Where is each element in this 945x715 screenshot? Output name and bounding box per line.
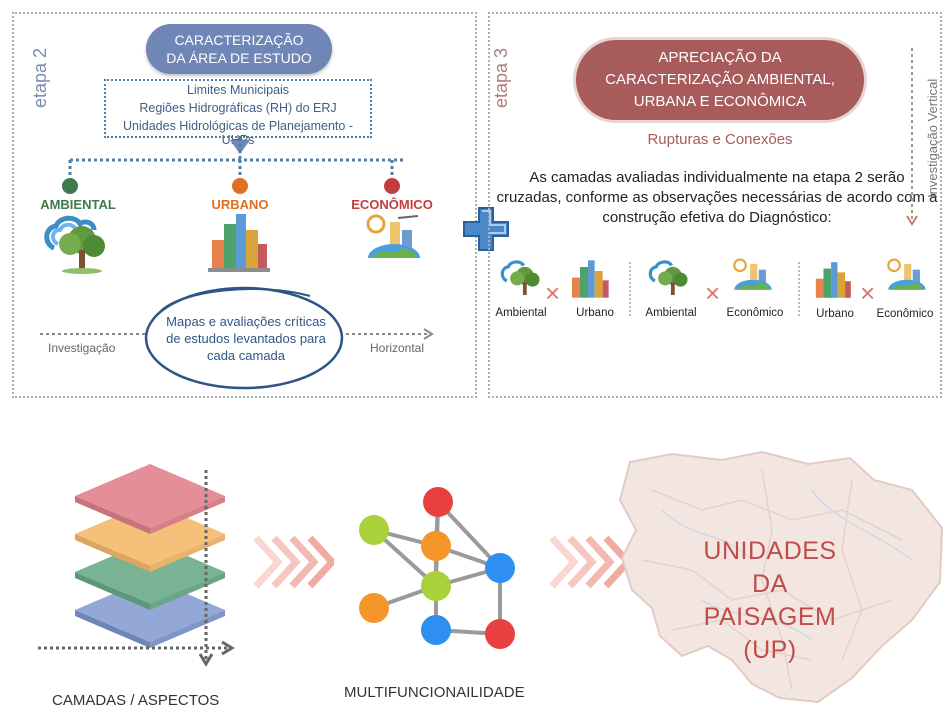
layers-axes — [38, 470, 235, 667]
data-sources-box: Limites Municipais Regiões Hidrográficas… — [104, 79, 372, 147]
stage3-label: etapa 3 — [491, 47, 511, 108]
source-municipal-limits: Limites Municipais — [186, 83, 290, 97]
stage2-panel — [12, 12, 477, 398]
economy-globe-icon — [366, 214, 420, 258]
pin-urbano — [232, 178, 248, 194]
pair2-globe-icon — [733, 258, 772, 290]
stage3-title: APRECIAÇÃO DA CARACTERIZAÇÃO AMBIENTAL, … — [576, 40, 864, 120]
pair3-buildings-icon — [815, 262, 851, 298]
pair1-label-a: Ambiental — [495, 307, 547, 319]
pair1-cross: × — [545, 278, 561, 308]
category-urbano: URBANO — [211, 197, 269, 212]
maps-text: Mapas e avaliações críticas de estudos l… — [166, 314, 326, 363]
landscape-units-title: UNIDADES DA PAISAGEM (UP) — [703, 537, 837, 664]
category-ambiental: AMBIENTAL — [40, 197, 116, 212]
source-hydrographic-regions: Regiões Hidrográficas (RH) do ERJ — [139, 101, 337, 115]
layers-stack — [75, 464, 225, 648]
pair2-cross: × — [705, 278, 721, 308]
horizontal-axis-arrow — [40, 328, 434, 340]
vertical-axis-arrow — [906, 48, 918, 226]
stage3-description: As camadas avaliadas individualmente na … — [496, 169, 938, 226]
environment-tree-icon — [44, 215, 105, 274]
landscape-units-map — [618, 450, 944, 704]
pair1-tree-icon — [500, 260, 540, 295]
network-label: MULTIFUNCIONAILIDADE — [344, 684, 525, 701]
category-economico: ECONÔMICO — [351, 197, 433, 212]
pair1-label-b: Urbano — [576, 307, 614, 319]
stage3-subtitle: Rupturas e Conexões — [647, 131, 793, 148]
pair3-cross: × — [860, 278, 876, 308]
stage2-label: etapa 2 — [30, 47, 50, 108]
branch-connector — [68, 138, 405, 176]
vertical-axis-label: Investigação Vertical — [925, 78, 940, 198]
axis-label-investigacao: Investigação — [48, 341, 116, 355]
pair2-label-a: Ambiental — [645, 307, 697, 319]
urban-buildings-icon — [208, 214, 270, 272]
stage3-panel — [488, 12, 942, 398]
pair-separator — [798, 262, 800, 316]
pair3-label-b: Econômico — [876, 308, 934, 320]
pair3-globe-icon — [887, 258, 926, 290]
pair2-label-b: Econômico — [726, 307, 784, 319]
pin-ambiental — [62, 178, 78, 194]
study-area-title: CARACTERIZAÇÃO DA ÁREA DE ESTUDO — [146, 24, 332, 74]
pair1-buildings-icon — [572, 260, 609, 298]
flow-chevrons-1 — [253, 535, 334, 589]
multifunctionality-network — [359, 487, 515, 649]
pair2-tree-icon — [648, 260, 688, 295]
axis-label-horizontal: Horizontal — [370, 341, 425, 355]
pair-separator — [629, 262, 631, 316]
layers-label: CAMADAS / ASPECTOS — [52, 692, 220, 709]
pair3-label-a: Urbano — [816, 308, 854, 320]
pin-economico — [384, 178, 400, 194]
maps-ellipse — [144, 286, 344, 390]
